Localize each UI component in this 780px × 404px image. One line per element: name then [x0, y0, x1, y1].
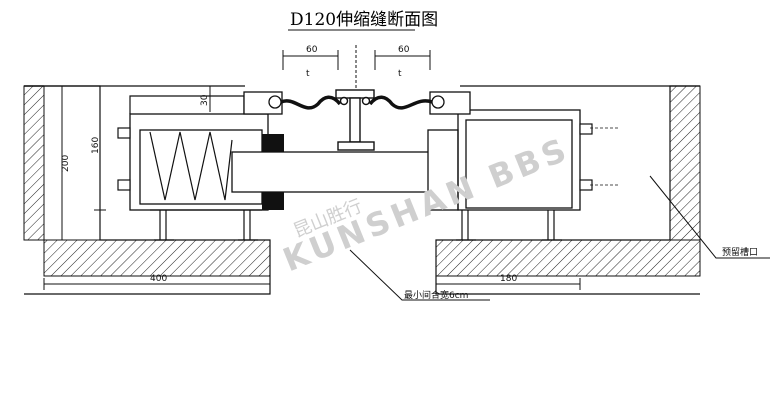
right-housing — [457, 109, 581, 211]
top-dimensions — [282, 45, 431, 88]
right-floor-hatch — [435, 239, 701, 277]
left-clamp — [243, 91, 283, 115]
left-wall-hatch — [23, 85, 45, 241]
dim-height-160: 160 — [91, 137, 101, 154]
dim-height-200: 200 — [61, 155, 71, 172]
dim-width-400: 400 — [150, 274, 167, 284]
dim-width-180: 180 — [500, 274, 517, 284]
rubber-block-bottom — [262, 188, 284, 210]
bottom-dimensions — [43, 278, 581, 290]
sliding-beam — [231, 151, 433, 193]
dim-gap-left: 60 — [306, 45, 318, 55]
dim-gap-right: 60 — [398, 45, 410, 55]
min-gap-leader — [349, 249, 490, 301]
beam-head — [427, 129, 459, 211]
vertical-dimensions — [56, 85, 211, 241]
left-side-bolts — [117, 127, 131, 191]
min-gap-label: 最小间合宽6cm — [404, 289, 468, 301]
right-wall-hatch — [669, 85, 701, 241]
right-feet — [456, 210, 562, 241]
left-feet — [154, 210, 258, 241]
left-floor-hatch — [43, 239, 271, 277]
center-i-beam — [335, 89, 375, 151]
spring-coil — [149, 131, 233, 201]
groove-leader — [649, 175, 770, 259]
right-side-bolts — [579, 123, 593, 191]
dim-t-left: t — [306, 69, 310, 79]
right-clamp — [429, 91, 471, 115]
dim-t-right: t — [398, 69, 402, 79]
drawing-title: D120伸缩缝断面图 — [290, 10, 438, 30]
seal-left — [280, 95, 342, 110]
reserved-groove-label: 预留槽口 — [722, 246, 758, 258]
seal-right — [368, 95, 433, 110]
rubber-block-top — [262, 134, 284, 154]
dim-depth-30: 30 — [200, 94, 210, 106]
